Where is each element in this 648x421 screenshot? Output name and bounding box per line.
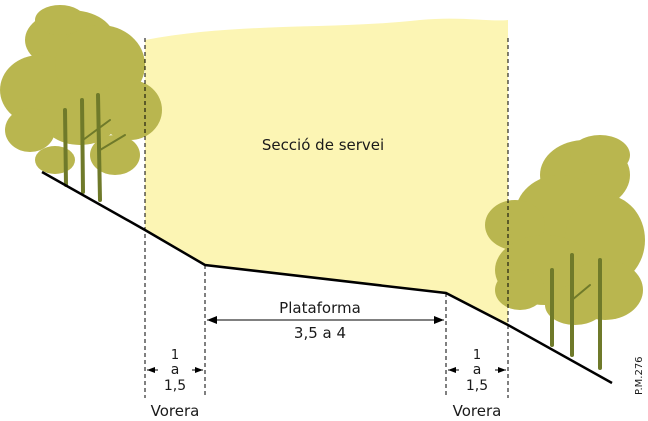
platform-label: Plataforma (279, 299, 361, 317)
ground-profile-line (41, 170, 613, 385)
service-section-label: Secció de servei (262, 136, 384, 154)
shoulder-left-dim-mid: a (171, 362, 180, 378)
figure-reference: P.M.276 (634, 356, 645, 395)
shoulder-right-dim-bottom: 1,5 (466, 378, 488, 394)
service-section-area (145, 18, 508, 326)
shoulder-left-dim-bottom: 1,5 (164, 378, 186, 394)
shoulder-right-dim-top: 1 (473, 348, 481, 363)
shoulder-left-label: Vorera (151, 402, 200, 420)
platform-dimension-value: 3,5 a 4 (294, 324, 346, 342)
tree-cluster-right-icon (485, 135, 645, 370)
shoulder-right-dim-mid: a (473, 362, 482, 378)
shoulder-left-dim-top: 1 (171, 348, 179, 363)
platform-dimension (207, 316, 444, 324)
dimension-guides (144, 38, 509, 398)
shoulder-left-dimension (147, 367, 203, 373)
shoulder-right-label: Vorera (453, 402, 502, 420)
tree-cluster-left-icon (0, 5, 162, 202)
shoulder-right-dimension (448, 367, 506, 373)
